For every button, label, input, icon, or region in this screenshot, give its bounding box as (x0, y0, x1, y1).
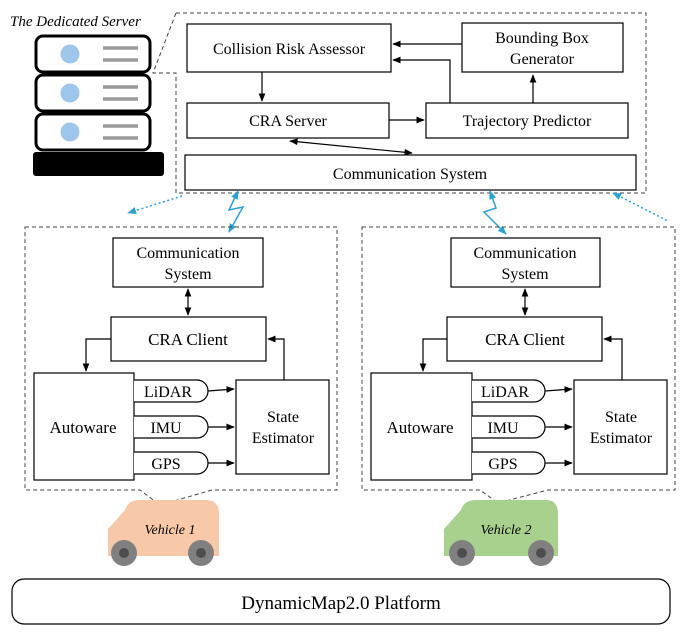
bounding-box-label-line2: Generator (510, 51, 575, 68)
vehicle-2-lidar-label: LiDAR (481, 384, 529, 401)
vehicle-1-arrows (82, 288, 285, 467)
vehicle-2-gps-label: GPS (488, 456, 517, 473)
vehicle-1-sensor-lidar: LiDAR (134, 379, 209, 403)
server-communication-system-box: Communication System (184, 154, 637, 191)
vehicle-1-gps-label: GPS (151, 456, 180, 473)
vehicle-2-car-icon: Vehicle 2 (444, 500, 558, 566)
vehicle-2-callout-frame (361, 226, 676, 504)
vehicle-1-state-estimator-box: State Estimator (235, 379, 330, 475)
server-arrows (258, 40, 537, 156)
server-title: The Dedicated Server (10, 14, 141, 30)
vehicle-2-comm-label-line2: System (501, 266, 549, 283)
vehicle-1-state-label-line2: Estimator (252, 430, 315, 447)
platform-label: DynamicMap2.0 Platform (241, 593, 441, 614)
bounding-box-label-line1: Bounding Box (495, 30, 589, 47)
trajectory-predictor-label: Trajectory Predictor (463, 113, 592, 130)
wireless-links (127, 190, 669, 235)
vehicle-1-group: Communication System CRA Client Autoware… (24, 226, 338, 566)
vehicle-1-comm-label-line1: Communication (136, 245, 239, 262)
server-callout-frame (152, 12, 647, 194)
vehicle-2-sensor-imu: IMU (472, 415, 546, 439)
vehicle-1-communication-system-box: Communication System (112, 237, 264, 288)
vehicle-2-autoware-label: Autoware (386, 418, 453, 437)
vehicle-2-sensor-gps: GPS (472, 451, 546, 475)
vehicle-1-car-icon: Vehicle 1 (108, 500, 219, 566)
vehicle-2-state-label-line1: State (605, 409, 637, 426)
vehicle-2-cra-client-box: CRA Client (446, 316, 603, 362)
vehicle-2-autoware-box: Autoware (370, 372, 473, 481)
vehicle-1-name: Vehicle 1 (145, 523, 196, 538)
vehicle-2-state-label-line2: Estimator (590, 430, 653, 447)
vehicle-1-cra-client-box: CRA Client (110, 316, 267, 362)
vehicle-2-imu-label: IMU (487, 420, 519, 437)
trajectory-predictor-box: Trajectory Predictor (425, 102, 629, 139)
collision-risk-assessor-box: Collision Risk Assessor (186, 23, 392, 73)
vehicle-1-cra-client-label: CRA Client (148, 330, 228, 349)
vehicle-1-sensor-gps: GPS (134, 451, 209, 475)
vehicle-2-cra-client-label: CRA Client (485, 330, 565, 349)
vehicle-2-name: Vehicle 2 (481, 523, 532, 538)
vehicle-1-lidar-label: LiDAR (144, 384, 192, 401)
bounding-box-generator-box: Bounding Box Generator (461, 22, 624, 73)
vehicle-2-group: Communication System CRA Client Autoware… (361, 226, 676, 566)
vehicle-1-sensor-imu: IMU (134, 415, 209, 439)
vehicle-2-arrows (419, 288, 623, 467)
server-communication-system-label: Communication System (333, 166, 488, 183)
cra-server-label: CRA Server (249, 113, 327, 130)
vehicle-2-comm-label-line1: Communication (473, 245, 576, 262)
vehicle-1-comm-label-line2: System (164, 266, 212, 283)
collision-risk-assessor-label: Collision Risk Assessor (213, 41, 366, 58)
vehicle-2-sensor-lidar: LiDAR (472, 379, 546, 403)
vehicle-2-communication-system-box: Communication System (450, 237, 601, 288)
vehicle-1-imu-label: IMU (150, 420, 182, 437)
platform-bar: DynamicMap2.0 Platform (11, 578, 671, 625)
cra-server-box: CRA Server (186, 102, 390, 139)
vehicle-1-state-label-line1: State (267, 409, 299, 426)
vehicle-1-autoware-label: Autoware (49, 418, 116, 437)
server-rack-icon (33, 34, 164, 176)
vehicle-2-state-estimator-box: State Estimator (573, 379, 668, 475)
vehicle-1-autoware-box: Autoware (33, 372, 135, 481)
